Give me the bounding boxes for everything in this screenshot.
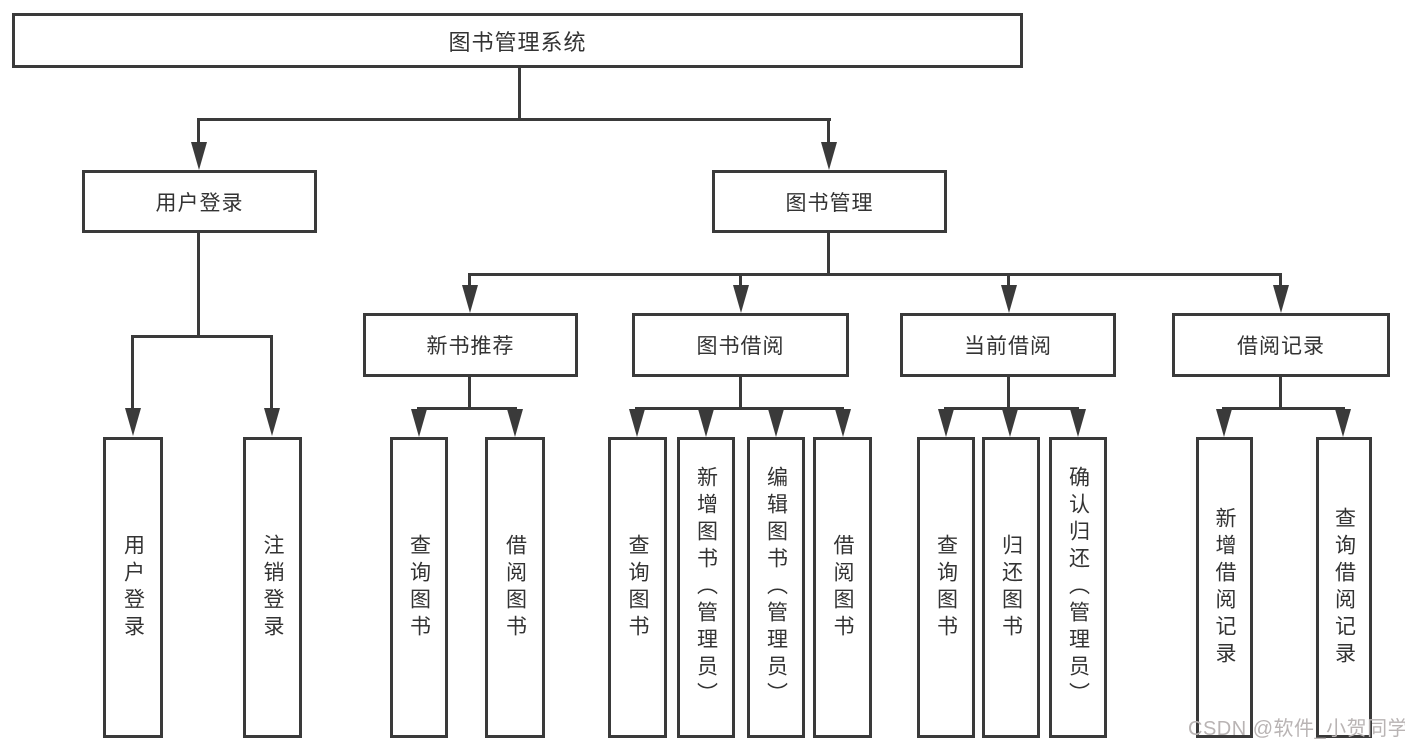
arrowhead-leaf — [835, 409, 851, 437]
arrowhead-leaf — [1070, 409, 1086, 437]
node-book-borrow: 图书借阅 — [632, 313, 849, 377]
arrowhead-new-book — [462, 285, 478, 313]
node-new-book-recommend: 新书推荐 — [363, 313, 578, 377]
arrowhead-leaf — [629, 409, 645, 437]
arrowhead-leaf — [768, 409, 784, 437]
connector-level2 — [197, 118, 831, 121]
arrowhead-current-borrow — [1001, 285, 1017, 313]
connector-user-login-stem — [197, 233, 200, 337]
leaf-borrow-books-recommend: 借阅图书 — [485, 437, 545, 738]
arrowhead-leaf — [938, 409, 954, 437]
arrow-stem-book-borrow — [739, 273, 742, 289]
connector-new-book-stem — [468, 377, 471, 408]
leaf-add-books-admin: 新增图书（管理员） — [677, 437, 735, 738]
arrow-stem-borrow-records — [1279, 273, 1282, 289]
leaf-query-books-current: 查询图书 — [917, 437, 975, 738]
arrowhead-leaf — [1335, 409, 1351, 437]
leaf-query-books-borrow: 查询图书 — [608, 437, 667, 738]
node-borrow-records: 借阅记录 — [1172, 313, 1390, 377]
csdn-watermark: CSDN @软件_小贺同学 — [1188, 718, 1405, 740]
arrowhead-leaf-logout — [264, 408, 280, 436]
leaf-user-login: 用户登录 — [103, 437, 163, 738]
arrow-stem-user-login — [197, 118, 200, 146]
arrowhead-leaf-user-login — [125, 408, 141, 436]
connector-book-mgmt-stem — [827, 233, 830, 275]
connector-level3 — [468, 273, 1282, 276]
arrow-stem-book-mgmt — [827, 118, 830, 146]
arrow-stem-new-book — [468, 273, 471, 289]
arrowhead-leaf — [507, 409, 523, 437]
connector-user-login-children — [131, 335, 273, 338]
arrowhead-leaf — [1216, 409, 1232, 437]
connector-book-borrow-children — [635, 407, 844, 410]
arrowhead-borrow-records — [1273, 285, 1289, 313]
connector-current-borrow-stem — [1007, 377, 1010, 408]
leaf-query-books-recommend: 查询图书 — [390, 437, 448, 738]
connector-current-borrow-children — [944, 407, 1079, 410]
leaf-confirm-return-admin: 确认归还（管理员） — [1049, 437, 1107, 738]
arrow-stem-leaf-user-login — [131, 335, 134, 411]
node-book-management: 图书管理 — [712, 170, 947, 233]
leaf-return-books: 归还图书 — [982, 437, 1040, 738]
connector-new-book-children — [417, 407, 517, 410]
arrowhead-leaf — [698, 409, 714, 437]
node-user-login: 用户登录 — [82, 170, 317, 233]
arrow-stem-leaf-logout — [270, 335, 273, 411]
arrowhead-book-borrow — [733, 285, 749, 313]
leaf-add-borrow-record: 新增借阅记录 — [1196, 437, 1253, 738]
node-current-borrow: 当前借阅 — [900, 313, 1116, 377]
leaf-edit-books-admin: 编辑图书（管理员） — [747, 437, 805, 738]
arrowhead-book-mgmt — [821, 142, 837, 170]
arrowhead-leaf — [1002, 409, 1018, 437]
arrow-stem-current-borrow — [1007, 273, 1010, 289]
connector-book-borrow-stem — [739, 377, 742, 408]
leaf-query-borrow-record: 查询借阅记录 — [1316, 437, 1372, 738]
connector-root-stem — [518, 68, 521, 118]
arrowhead-leaf — [411, 409, 427, 437]
connector-borrow-records-children — [1222, 407, 1345, 410]
leaf-borrow-books: 借阅图书 — [813, 437, 872, 738]
leaf-logout: 注销登录 — [243, 437, 302, 738]
arrowhead-user-login — [191, 142, 207, 170]
node-system-root: 图书管理系统 — [12, 13, 1023, 68]
connector-borrow-records-stem — [1279, 377, 1282, 408]
